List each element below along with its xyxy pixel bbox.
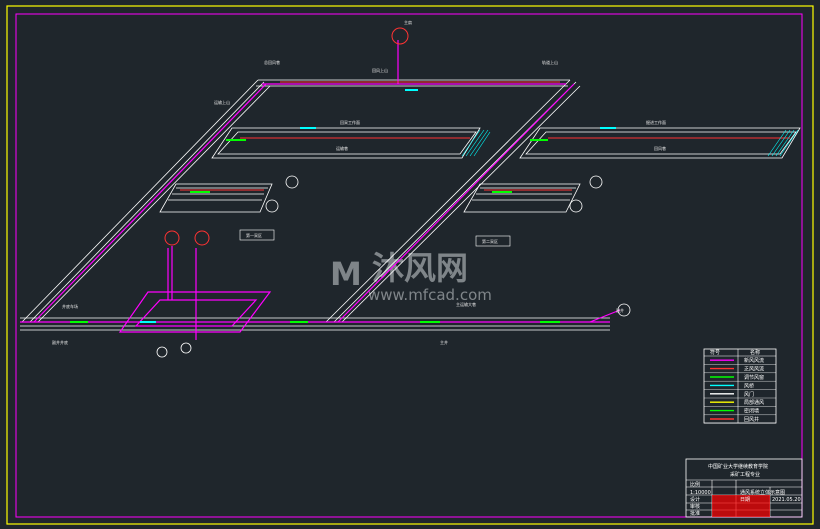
tb-scale-label: 比例	[690, 481, 700, 488]
legend-label: 调节风窗	[744, 374, 764, 381]
tb-checker-label: 审核	[690, 503, 700, 510]
return-airflow	[164, 27, 790, 246]
label-sec2: 第二采区	[482, 238, 498, 244]
tb-designer-label: 设计	[690, 496, 700, 503]
legend-header-symbol: 符号	[710, 349, 720, 356]
outer-frame	[6, 5, 814, 525]
label-ann-e: 回采工作面	[340, 119, 360, 125]
tb-date-value: 2021.05.20	[772, 497, 801, 503]
label-ann-c: 运输上山	[214, 99, 230, 105]
legend-label: 乏风风流	[744, 366, 764, 373]
label-ann-i: 井底车场	[62, 303, 78, 309]
tb-line2: 采矿工程专业	[730, 471, 760, 478]
sec1-box	[239, 229, 275, 241]
title-block: 中国矿业大学继续教育学院 采矿工程专业 通风系统立体示意图 比例 1:10000…	[685, 458, 803, 518]
tb-date-label: 日期	[740, 497, 750, 503]
airway-network	[20, 79, 801, 331]
label-ann-h: 回风巷	[654, 146, 666, 151]
label-ann-l: 主井	[440, 339, 448, 345]
label-ann-j: 主运输大巷	[456, 301, 476, 307]
tb-approver-label: 批准	[690, 510, 700, 517]
label-ann-k: 副井井底	[52, 339, 68, 345]
tb-drawing-title: 通风系统立体示意图	[740, 489, 785, 496]
watermark-logo-m: M	[330, 255, 362, 293]
label-ann-b: 回风上山	[372, 67, 388, 73]
label-sec1: 第一采区	[246, 232, 262, 238]
label-ann-d: 轨道上山	[542, 59, 558, 65]
legend-header-meaning: 名称	[750, 349, 760, 356]
inner-frame	[15, 13, 803, 518]
legend-label: 密闭墙	[744, 408, 759, 415]
legend-label: 局部通风	[744, 399, 764, 406]
sec2-box	[475, 235, 511, 247]
legend-label: 风门	[744, 391, 754, 398]
label-top-fan: 主扇	[404, 19, 412, 25]
intake-airflow	[20, 40, 621, 340]
legend-label: 回风井	[744, 416, 759, 423]
working-face-hatch	[461, 129, 799, 157]
label-ann-f: 掘进工作面	[646, 119, 666, 125]
watermark-url: www.mfcad.com	[368, 286, 492, 304]
label-ann-g: 运输巷	[336, 145, 348, 151]
watermark-brand: 沐风网	[372, 249, 468, 287]
leader-bubbles	[156, 175, 631, 358]
label-entry-right: 副井	[616, 307, 624, 313]
tb-line1: 中国矿业大学继续教育学院	[708, 463, 768, 470]
regulators	[70, 89, 616, 323]
legend-label: 风桥	[744, 382, 754, 389]
tb-scale-value: 1:10000	[690, 490, 711, 496]
watermark: M 沐风网 www.mfcad.com	[330, 249, 492, 304]
legend-label: 新风风流	[744, 357, 764, 364]
label-ann-a: 总回风巷	[264, 59, 280, 65]
